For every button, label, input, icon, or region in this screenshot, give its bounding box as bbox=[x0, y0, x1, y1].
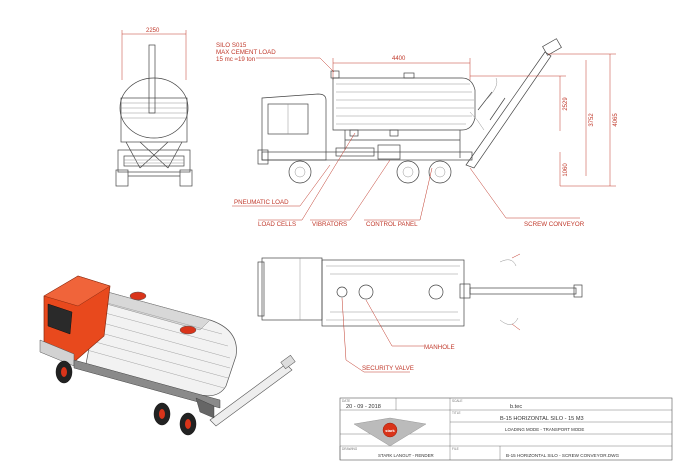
label-silo-line3: 15 mc ≈19 ton bbox=[216, 56, 256, 63]
label-control-panel: CONTROL PANEL bbox=[366, 221, 418, 228]
tb-subtitle: LOADING MODE - TRANSPORT MODE bbox=[505, 427, 584, 432]
tb-date-caption: DATE bbox=[342, 399, 350, 403]
top-view bbox=[257, 253, 583, 331]
tb-title: B-15 HORIZONTAL SILO - 15 M3 bbox=[500, 416, 584, 422]
dim-4065: 4065 bbox=[613, 113, 619, 127]
front-view: 2250 bbox=[115, 28, 193, 187]
tb-drawn-caption: DRAWING bbox=[342, 447, 358, 451]
tb-file: B-15 HORIZONTAL SILO - SCREW CONVEYOR.DW… bbox=[506, 453, 619, 458]
dim-3752: 3752 bbox=[589, 113, 595, 127]
dim-front-width: 2250 bbox=[146, 28, 160, 34]
label-screw-conveyor: SCREW CONVEYOR bbox=[524, 221, 585, 228]
side-view: 4400 bbox=[257, 38, 619, 187]
tb-date: 20 - 09 - 2018 bbox=[346, 404, 381, 410]
logo-text: stark bbox=[385, 428, 395, 433]
dim-1060: 1060 bbox=[563, 163, 569, 177]
tb-scale: b.tec bbox=[510, 404, 522, 410]
tb-title-caption: TITLE bbox=[452, 411, 461, 415]
stark-logo: stark bbox=[353, 417, 427, 447]
label-manhole: MANHOLE bbox=[424, 344, 455, 351]
label-security-valve: SECURITY VALVE bbox=[362, 365, 414, 372]
label-silo-line2: MAX CEMENT LOAD bbox=[216, 49, 276, 56]
tb-drawn-by: STARK LANGUT - RENDER bbox=[378, 453, 434, 458]
tb-scale-caption: SCALE bbox=[452, 399, 462, 403]
title-block: DATE 20 - 09 - 2018 SCALE b.tec TITLE B-… bbox=[339, 397, 673, 461]
label-silo-line1: SILO S015 bbox=[216, 42, 247, 49]
label-load-cells: LOAD CELLS bbox=[258, 221, 296, 228]
dim-silo-length: 4400 bbox=[392, 56, 406, 62]
label-pneumatic-load: PNEUMATIC LOAD bbox=[234, 199, 289, 206]
callout-leaders bbox=[232, 57, 580, 221]
tb-file-caption: FILE bbox=[452, 447, 459, 451]
dim-2529: 2529 bbox=[563, 97, 569, 111]
label-vibrators: VIBRATORS bbox=[312, 221, 347, 228]
truck-render-3d bbox=[39, 275, 296, 436]
